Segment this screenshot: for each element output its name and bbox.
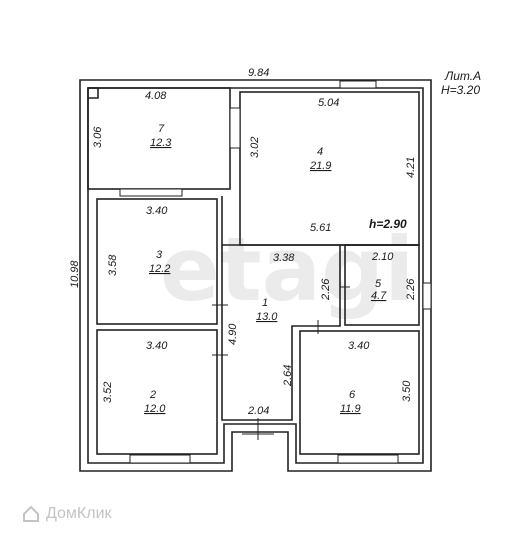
window-r6 (337, 454, 399, 464)
dim-r4-width: 5.04 (318, 97, 339, 109)
room-5 (344, 244, 420, 326)
brand-name: ДомКлик (46, 505, 112, 522)
room-5-number: 5 (375, 278, 382, 290)
dim-r3-width: 3.40 (146, 205, 168, 217)
room-7-area: 12.3 (150, 137, 172, 149)
room-6 (299, 330, 420, 455)
dim-r7-width: 4.08 (145, 90, 167, 102)
dim-r1-width: 3.38 (273, 252, 295, 264)
room-6-area: 11.9 (340, 403, 361, 415)
window-r4-left (229, 107, 241, 149)
dim-r1-width2: 2.04 (247, 405, 269, 417)
room-3 (96, 198, 218, 325)
dim-r7-height: 3.06 (92, 126, 104, 148)
brand-logo: ДомКлик (22, 505, 112, 523)
building-height: H=3.20 (441, 83, 480, 97)
dim-r1-height3: 2.64 (282, 365, 294, 387)
room-1-area: 13.0 (256, 311, 278, 323)
dim-r6-width: 3.40 (348, 340, 370, 352)
room-2 (96, 329, 218, 455)
room-3-number: 3 (156, 249, 163, 261)
overall-height: 10.98 (69, 260, 81, 288)
house-icon (23, 505, 39, 522)
window-top (339, 80, 377, 89)
room-1 (221, 245, 341, 421)
room-6-number: 6 (349, 389, 356, 401)
dim-r4-width2: 5.61 (310, 222, 331, 234)
dim-r3-height: 3.58 (107, 254, 119, 276)
dim-r1-height: 4.90 (227, 323, 239, 345)
room-2-area: 12.0 (144, 403, 166, 415)
overall-width: 9.84 (248, 67, 269, 79)
room-7-number: 7 (158, 123, 165, 135)
liter-label: Лит.А (444, 69, 481, 83)
room-3-area: 12.2 (149, 263, 170, 275)
room-1-number: 1 (262, 297, 268, 309)
dim-r5-width: 2.10 (371, 251, 394, 263)
dim-r2-width: 3.40 (146, 340, 168, 352)
window-r2 (129, 454, 191, 464)
dim-r6-height: 3.50 (401, 380, 413, 402)
room-4-area: 21.9 (309, 160, 331, 172)
outer-wall (79, 79, 432, 472)
room-4-number: 4 (317, 146, 323, 158)
room-2-number: 2 (149, 389, 156, 401)
watermark-text: etagi (160, 218, 414, 321)
window-r7-bottom (119, 188, 183, 197)
window-r5 (422, 282, 432, 310)
dim-r2-height: 3.52 (102, 382, 114, 403)
dim-r1-height2: 2.26 (320, 278, 332, 301)
ceiling-height: h=2.90 (369, 217, 407, 231)
dim-r7-inner-height: 3.02 (249, 137, 261, 158)
corner-mark (88, 87, 99, 99)
dim-r5-height: 2.26 (405, 278, 417, 301)
dim-r4-height: 4.21 (405, 157, 417, 178)
room-5-area: 4.7 (371, 290, 387, 302)
